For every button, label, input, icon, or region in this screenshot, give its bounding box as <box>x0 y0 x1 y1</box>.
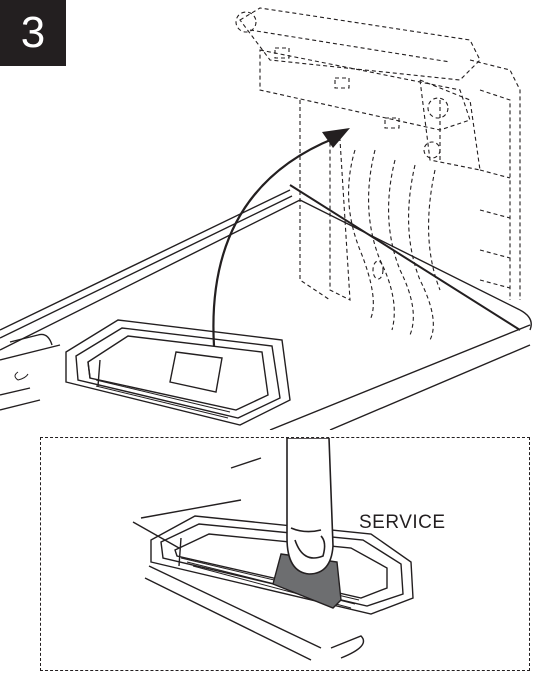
printhead-assembly <box>235 7 521 341</box>
curved-arrow-icon <box>212 128 350 347</box>
step-number: 3 <box>20 8 46 57</box>
service-label: SERVICE <box>359 512 446 533</box>
detail-illustration <box>132 438 414 661</box>
service-tray <box>65 319 291 426</box>
detail-tray <box>132 457 414 661</box>
step-number-badge: 3 <box>0 0 66 66</box>
printer-illustration <box>0 7 532 430</box>
printer-body <box>0 189 532 430</box>
finger-icon <box>286 438 334 575</box>
section-line <box>289 184 521 331</box>
detail-inset: SERVICE <box>40 437 530 671</box>
